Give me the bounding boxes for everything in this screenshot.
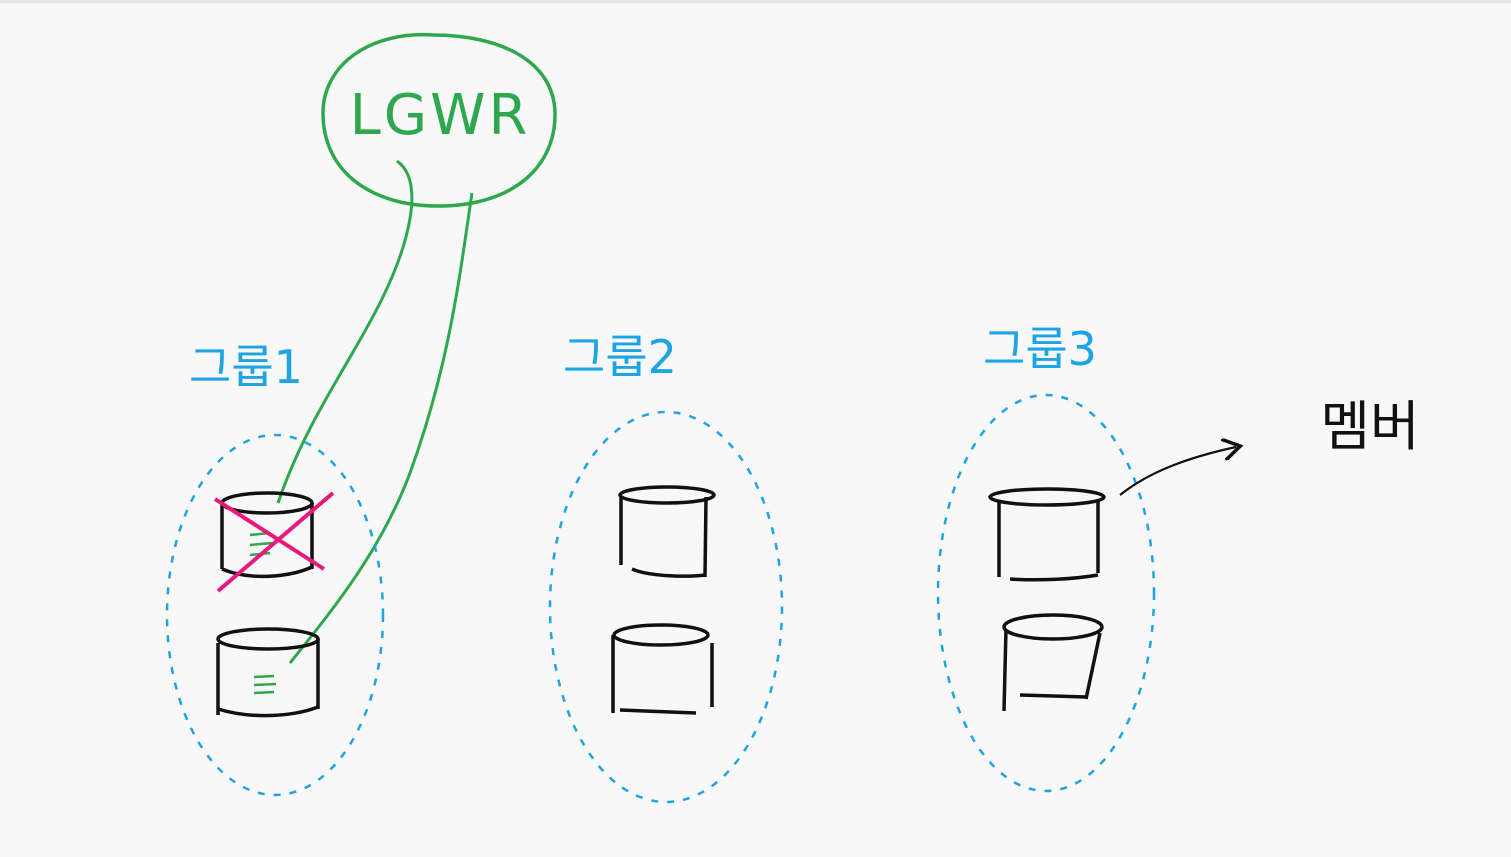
- lgwr-process: LGWR: [321, 32, 557, 208]
- write-path-member-1: [276, 159, 414, 504]
- member-annotation: 멤버: [1119, 395, 1420, 496]
- group-2-member-2: [611, 623, 714, 715]
- group-1-label: 그룹1: [189, 340, 303, 394]
- group-1-member-2: [216, 627, 320, 718]
- group-1-member-1: [213, 491, 335, 593]
- group-2-boundary: [548, 410, 784, 804]
- group-3-label: 그룹3: [983, 322, 1097, 376]
- group-3-member-2: [1002, 613, 1104, 712]
- lgwr-label: LGWR: [350, 83, 531, 148]
- lgwr-circle: [321, 32, 557, 208]
- group-1-boundary: [165, 433, 385, 797]
- redo-entries-icon: [253, 674, 277, 695]
- diagram-svg: LGWR 그룹1: [165, 32, 1420, 804]
- group-2: 그룹2: [548, 330, 784, 804]
- failure-x-icon: [213, 491, 335, 593]
- group-2-label: 그룹2: [563, 330, 677, 384]
- member-label: 멤버: [1320, 395, 1419, 458]
- write-paths: [276, 159, 474, 664]
- group-3-member-1: [988, 487, 1106, 582]
- group-3: 그룹3: [936, 322, 1156, 793]
- group-2-member-1: [618, 485, 716, 578]
- redo-entries-icon: [249, 531, 273, 557]
- group-3-boundary: [936, 393, 1156, 793]
- group-1: 그룹1: [165, 340, 385, 797]
- write-path-member-2: [288, 192, 474, 664]
- annotation-arrow: [1119, 447, 1236, 496]
